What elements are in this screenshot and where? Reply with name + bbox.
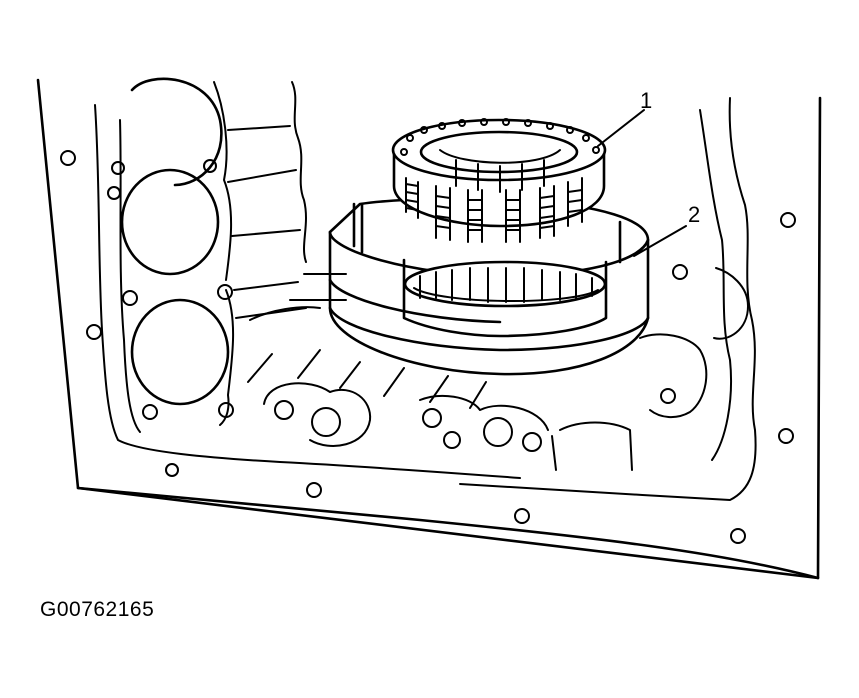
callout-2: 2 [633, 202, 700, 257]
callout-1-leader [597, 109, 645, 147]
callout-2-leader [633, 225, 687, 257]
left-bores [120, 77, 235, 426]
bolt-holes [60, 150, 796, 544]
case-housing [36, 78, 822, 580]
callout-2-label: 2 [688, 202, 700, 227]
retainer-drum [289, 197, 650, 376]
lower-bosses [263, 267, 749, 471]
spring-plate-holes [400, 118, 600, 156]
return-spring-assembly [391, 118, 607, 243]
figure-code: G00762165 [40, 598, 155, 621]
callout-1: 1 [597, 88, 652, 147]
gasket-contour [94, 97, 757, 501]
springs [405, 177, 583, 243]
callout-1-label: 1 [640, 88, 652, 113]
casting-ridges [227, 81, 307, 319]
